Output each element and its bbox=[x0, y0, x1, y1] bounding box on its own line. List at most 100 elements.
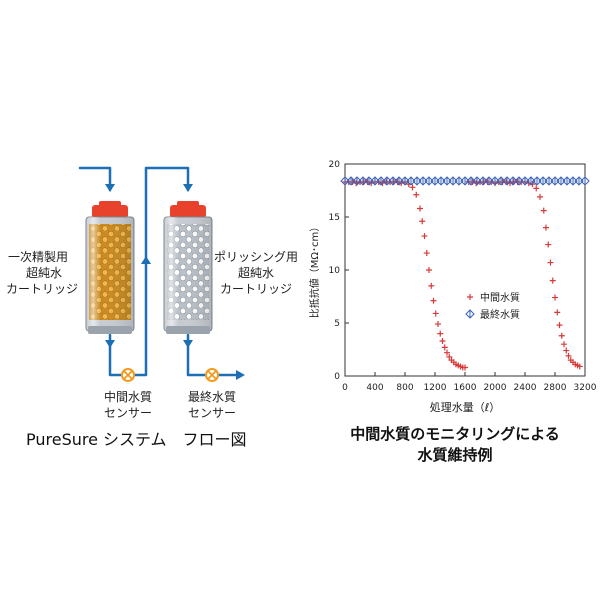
data-marks bbox=[340, 176, 590, 371]
data-point-diamond bbox=[520, 176, 530, 186]
data-point-diamond bbox=[412, 176, 422, 186]
data-point-diamond bbox=[568, 176, 578, 186]
data-point-diamond bbox=[370, 176, 380, 186]
data-point-diamond bbox=[430, 176, 440, 186]
flow-arrows bbox=[105, 184, 245, 380]
cartridge-base bbox=[88, 326, 132, 334]
data-point-plus bbox=[549, 277, 556, 284]
data-point-plus bbox=[552, 294, 558, 301]
water-pipes bbox=[78, 166, 240, 377]
caption-line: 中間水質のモニタリングによる bbox=[350, 425, 560, 443]
outlet-arrow-icon bbox=[236, 370, 245, 380]
y-axis-label: 比抵抗値（MΩ･cm） bbox=[308, 222, 321, 319]
data-point-plus bbox=[556, 322, 563, 329]
data-point-plus bbox=[545, 241, 552, 248]
data-point-plus bbox=[439, 338, 446, 345]
data-point-plus bbox=[554, 309, 561, 316]
data-point-plus bbox=[437, 330, 444, 337]
y-tick-label: 15 bbox=[329, 213, 340, 223]
riser-arrow-icon bbox=[141, 256, 151, 264]
legend-marker-diamond bbox=[465, 309, 475, 319]
final-sensor-icon bbox=[205, 368, 219, 382]
data-point-plus bbox=[540, 207, 547, 214]
legend-label-final: 最終水質 bbox=[480, 308, 520, 321]
data-point-plus bbox=[444, 349, 450, 356]
data-point-diamond bbox=[442, 176, 452, 186]
data-point-diamond bbox=[448, 176, 458, 186]
primary-cartridge-label: 一次精製用 超純水 カートリッジ bbox=[6, 249, 78, 297]
flow-diagram-caption: PureSure システム フロー図 bbox=[26, 430, 247, 449]
y-tick-label: 10 bbox=[329, 266, 341, 276]
cartridge-base bbox=[166, 326, 210, 334]
data-point-plus bbox=[537, 193, 543, 200]
label-line: ポリッシング用 bbox=[214, 250, 299, 264]
primary-cartridge bbox=[85, 201, 135, 334]
data-point-plus bbox=[426, 267, 432, 273]
data-point-diamond bbox=[550, 176, 560, 186]
chart-caption: 中間水質のモニタリングによる 水質維持例 bbox=[315, 424, 595, 466]
data-point-plus bbox=[435, 321, 441, 328]
intermediate-sensor-label: 中間水質 センサー bbox=[104, 389, 152, 421]
y-tick-label: 20 bbox=[329, 160, 341, 170]
label-line: 超純水 bbox=[26, 266, 63, 280]
data-point-plus bbox=[409, 184, 416, 191]
label-line: カートリッジ bbox=[220, 282, 293, 296]
data-point-diamond bbox=[574, 176, 584, 186]
x-tick-label: 1200 bbox=[424, 383, 447, 393]
data-point-plus bbox=[413, 191, 420, 198]
legend-item-final: 最終水質 bbox=[465, 308, 520, 321]
data-point-plus bbox=[561, 341, 567, 348]
data-point-diamond bbox=[340, 176, 350, 186]
label-line: カートリッジ bbox=[6, 282, 79, 296]
final-sensor-label: 最終水質 センサー bbox=[188, 389, 236, 421]
intermediate-sensor-icon bbox=[121, 368, 135, 382]
data-point-plus bbox=[430, 297, 437, 304]
flow-diagram bbox=[78, 166, 245, 382]
data-point-plus bbox=[547, 259, 554, 266]
data-point-diamond bbox=[562, 176, 572, 186]
connecting-arrow-icon bbox=[183, 184, 193, 192]
data-point-plus bbox=[428, 282, 435, 289]
drop-arrow-right-icon bbox=[183, 340, 193, 348]
label-line: センサー bbox=[188, 406, 237, 420]
data-point-plus bbox=[417, 205, 423, 212]
data-point-diamond bbox=[556, 176, 566, 186]
data-point-plus bbox=[543, 224, 549, 231]
data-point-plus bbox=[419, 218, 426, 225]
y-tick-label: 0 bbox=[334, 372, 340, 382]
data-point-plus bbox=[576, 363, 583, 370]
data-point-plus bbox=[446, 353, 453, 360]
x-tick-label: 2000 bbox=[484, 383, 507, 393]
inlet-pipe bbox=[78, 166, 112, 192]
plot-area bbox=[344, 163, 586, 377]
data-point-diamond bbox=[490, 176, 500, 186]
data-point-plus bbox=[507, 180, 513, 187]
label-line: 一次精製用 bbox=[8, 250, 69, 264]
x-tick-label: 0 bbox=[342, 383, 348, 393]
x-tick-label: 3200 bbox=[574, 383, 597, 393]
legend-marker-plus bbox=[467, 294, 473, 300]
label-line: 中間水質 bbox=[104, 390, 153, 404]
data-point-diamond bbox=[436, 176, 446, 186]
data-point-diamond bbox=[460, 176, 470, 186]
polishing-cartridge bbox=[163, 201, 213, 334]
data-point-diamond bbox=[538, 176, 548, 186]
data-point-plus bbox=[563, 347, 570, 354]
data-point-plus bbox=[441, 344, 448, 351]
polishing-cartridge-label: ポリッシング用 超純水 カートリッジ bbox=[214, 249, 298, 297]
data-point-diamond bbox=[544, 176, 554, 186]
label-line: センサー bbox=[104, 406, 153, 420]
legend: 中間水質 最終水質 bbox=[465, 291, 520, 321]
x-tick-label: 1600 bbox=[454, 383, 477, 393]
data-point-plus bbox=[421, 233, 428, 240]
series-final bbox=[340, 176, 590, 186]
label-line: 超純水 bbox=[238, 266, 275, 280]
connecting-pipe bbox=[108, 166, 190, 377]
x-tick-label: 400 bbox=[366, 383, 383, 393]
x-tick-label: 2400 bbox=[514, 383, 537, 393]
data-point-plus bbox=[423, 250, 430, 257]
